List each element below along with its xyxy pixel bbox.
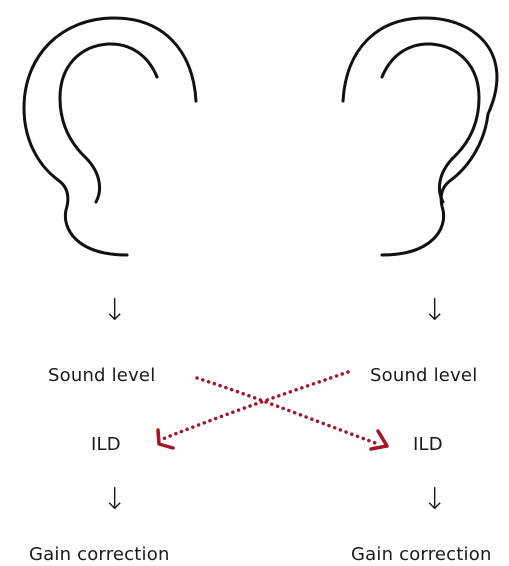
right-ild-label: ILD bbox=[413, 434, 443, 455]
left-gain-correction-label: Gain correction bbox=[29, 544, 170, 565]
left-ild-arrowhead bbox=[156, 428, 175, 450]
right-to-left-dotted-arrow bbox=[158, 370, 350, 442]
left-down-arrow-bottom: ↓ bbox=[102, 482, 128, 517]
left-ild-label: ILD bbox=[91, 434, 121, 455]
left-down-arrow-top: ↓ bbox=[102, 293, 128, 328]
right-down-arrow-top: ↓ bbox=[422, 293, 448, 328]
right-gain-correction-label: Gain correction bbox=[351, 544, 492, 565]
left-to-right-dotted-arrow bbox=[195, 376, 380, 446]
right-ild-arrowhead bbox=[369, 429, 389, 451]
right-sound-level-label: Sound level bbox=[370, 365, 478, 386]
left-sound-level-label: Sound level bbox=[48, 365, 156, 386]
right-down-arrow-bottom: ↓ bbox=[422, 482, 448, 517]
